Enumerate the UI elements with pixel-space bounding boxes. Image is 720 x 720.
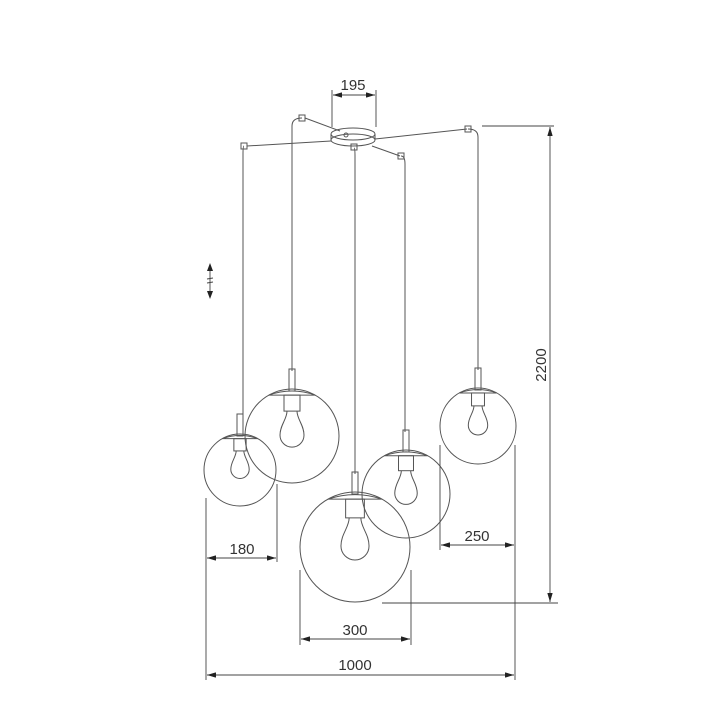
socket	[233, 438, 247, 452]
cap	[327, 494, 383, 500]
cap	[459, 388, 497, 394]
dimension-label-2200: 2200	[533, 348, 550, 381]
pendant-globe	[203, 145, 277, 507]
stem	[474, 367, 482, 391]
cable	[291, 117, 303, 371]
height-adjustable-icon	[206, 263, 214, 299]
dimension-large-globe: 300	[299, 570, 412, 645]
canopy	[330, 127, 376, 147]
dimension-medium-globe: 250	[439, 445, 516, 680]
socket	[398, 455, 414, 472]
cable-anchor	[350, 143, 358, 151]
bulb-icon	[340, 517, 370, 561]
dimension-label-1000: 1000	[338, 657, 371, 674]
bulb-icon	[279, 411, 305, 448]
pendants	[203, 117, 517, 603]
bulb-icon	[467, 405, 489, 436]
cable-anchor	[240, 142, 248, 150]
pendant-globe	[439, 128, 517, 465]
stem	[288, 368, 296, 392]
pendant-globe	[244, 117, 340, 484]
socket	[345, 498, 365, 519]
socket	[283, 394, 301, 412]
pendant-globe	[299, 147, 411, 603]
cap	[268, 390, 316, 396]
cap	[384, 451, 428, 457]
dimension-label-195: 195	[340, 77, 365, 94]
stem	[402, 429, 410, 453]
suspension-arms	[246, 117, 468, 157]
dimension-label-180: 180	[229, 541, 254, 558]
cable	[242, 145, 245, 416]
socket	[471, 392, 485, 407]
glass-globe	[244, 388, 340, 484]
cable	[467, 128, 479, 370]
dimension-canopy-width: 195	[331, 77, 377, 127]
dimension-label-250: 250	[464, 528, 489, 545]
glass-globe	[203, 433, 277, 507]
dimension-label-300: 300	[342, 622, 367, 639]
glass-globe	[299, 491, 411, 603]
glass-globe	[361, 449, 451, 539]
cable	[353, 147, 356, 474]
stem	[236, 413, 244, 437]
cable-anchor	[397, 152, 405, 160]
bulb-icon	[394, 470, 418, 505]
dimension-total-width: 1000	[207, 657, 514, 678]
stem	[351, 471, 359, 495]
dimension-small-globe: 180	[205, 484, 278, 680]
cable-anchors	[240, 114, 472, 160]
glass-globe	[439, 387, 517, 465]
cap	[222, 434, 258, 440]
bulb-icon	[230, 450, 250, 479]
cable	[400, 155, 406, 432]
pendant-globe	[361, 155, 451, 539]
dimension-total-height: 2200	[382, 125, 558, 604]
